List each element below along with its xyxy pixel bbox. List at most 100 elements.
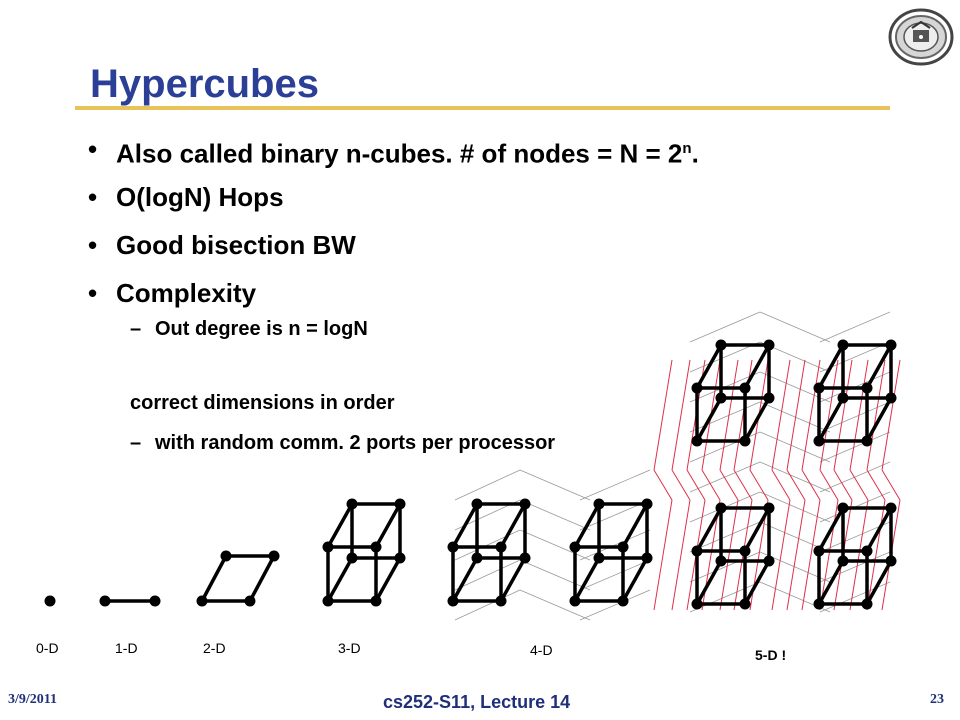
hypercube-node <box>99 595 111 607</box>
bullet-glyph: • <box>88 134 98 164</box>
hypercube-edge <box>326 557 354 602</box>
hypercube-edge <box>743 560 771 605</box>
grid-line <box>819 521 891 553</box>
sub-item: –with random comm. 2 ports per processor <box>130 432 555 455</box>
hypercube-edge <box>695 507 723 552</box>
sub-item: –Out degree is n = logN <box>130 318 368 341</box>
hypercube-node <box>346 498 358 510</box>
title-underline <box>75 106 890 110</box>
red-link <box>881 469 901 501</box>
grid-line <box>689 401 761 433</box>
grid-line <box>759 461 831 493</box>
hypercube-node <box>495 595 507 607</box>
hypercube-node <box>715 339 727 351</box>
hypercube-edge <box>200 555 228 602</box>
hypercube-node <box>715 555 727 567</box>
red-link <box>819 469 839 501</box>
bullet-text: O(logN) Hops <box>116 182 284 212</box>
red-link <box>801 499 821 611</box>
grid-line <box>819 311 891 343</box>
hypercube-edge <box>817 397 845 442</box>
hypercube-node <box>370 541 382 553</box>
hypercube-node <box>617 595 629 607</box>
hypercube-edge <box>499 503 527 548</box>
red-link <box>701 469 721 501</box>
bullet-glyph: • <box>88 230 98 260</box>
university-seal-icon <box>888 8 954 66</box>
grid-line <box>519 469 591 501</box>
grid-line <box>579 469 651 501</box>
hypercube-node <box>44 595 56 607</box>
red-link <box>786 359 806 471</box>
hypercube-node <box>861 382 873 394</box>
slide-title: Hypercubes <box>90 62 319 106</box>
hypercube-node <box>196 595 208 607</box>
red-link <box>801 359 821 471</box>
red-link <box>771 359 791 471</box>
hypercube-node <box>739 435 751 447</box>
hypercube-node <box>715 392 727 404</box>
red-link <box>719 499 739 611</box>
grid-line <box>519 529 591 561</box>
label-4d: 4-D <box>530 642 553 658</box>
hypercube-edge <box>865 560 893 605</box>
hypercube-edge <box>374 503 402 548</box>
hypercube-node <box>220 550 232 562</box>
hypercube-node <box>569 541 581 553</box>
bullet-item: •Also called binary n-cubes. # of nodes … <box>80 132 699 180</box>
red-link <box>719 359 739 471</box>
hypercube-edge <box>451 503 479 548</box>
hypercube-edge <box>817 344 845 389</box>
red-link <box>866 359 886 471</box>
label-0d: 0-D <box>36 640 59 656</box>
bullet-item: •Good bisection BW <box>80 228 699 276</box>
red-link <box>733 469 753 501</box>
red-link <box>833 469 853 501</box>
grid-line <box>579 529 651 561</box>
red-link <box>819 359 839 471</box>
sub-text: correct dimensions in order <box>130 392 395 414</box>
hypercube-edge <box>621 503 649 548</box>
red-link <box>671 469 691 501</box>
hypercube-node <box>885 392 897 404</box>
hypercube-node <box>471 498 483 510</box>
hypercube-node <box>268 550 280 562</box>
red-link <box>866 499 886 611</box>
bullet-item: •Complexity <box>80 276 699 324</box>
bullet-list: •Also called binary n-cubes. # of nodes … <box>80 132 699 324</box>
hypercube-node <box>885 502 897 514</box>
footer-page-number: 23 <box>930 692 944 707</box>
red-link <box>771 499 791 611</box>
hypercube-node <box>813 382 825 394</box>
red-link <box>749 469 769 501</box>
hypercube-node <box>885 555 897 567</box>
hypercube-node <box>593 552 605 564</box>
grid-line <box>689 551 761 583</box>
hypercube-node <box>394 552 406 564</box>
grid-line <box>454 589 521 621</box>
red-link <box>819 499 839 611</box>
grid-line <box>759 491 831 523</box>
hypercube-node <box>322 595 334 607</box>
hypercube-node <box>813 545 825 557</box>
hypercube-edge <box>865 397 893 442</box>
hypercube-node <box>763 555 775 567</box>
grid-line <box>759 311 831 343</box>
sub-dash: – <box>130 432 142 454</box>
hypercube-edge <box>865 507 893 552</box>
label-2d: 2-D <box>203 640 226 656</box>
bullet-tail: . <box>691 138 699 169</box>
red-link <box>849 359 869 471</box>
hypercube-node <box>244 595 256 607</box>
footer-course: cs252-S11, Lecture 14 <box>383 692 571 712</box>
hypercube-edge <box>695 344 723 389</box>
hypercube-node <box>763 392 775 404</box>
hypercube-node <box>569 595 581 607</box>
hypercube-edge <box>817 507 845 552</box>
hypercube-node <box>837 392 849 404</box>
grid-line <box>454 469 521 501</box>
hypercube-node <box>739 545 751 557</box>
red-link <box>733 359 753 471</box>
grid-line <box>689 341 761 373</box>
bullet-text: Complexity <box>116 278 257 308</box>
